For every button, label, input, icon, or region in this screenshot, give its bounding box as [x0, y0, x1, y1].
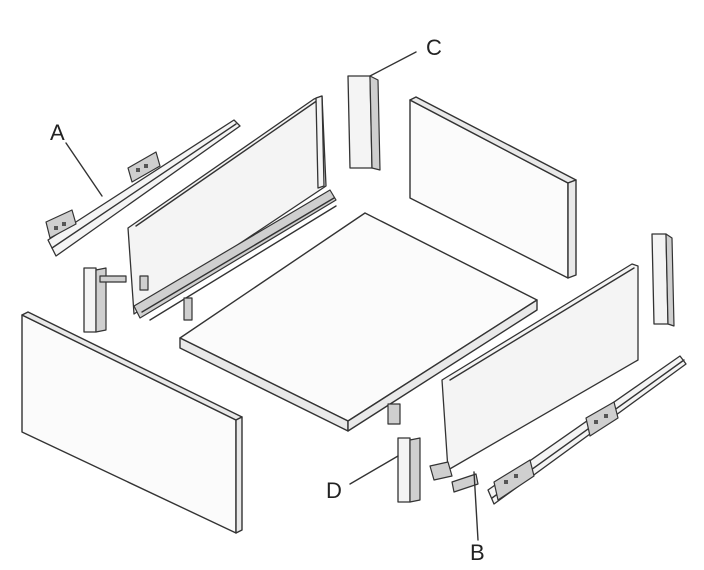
leader-d — [349, 455, 399, 485]
left-runner-a — [45, 119, 241, 257]
front-panel — [21, 311, 243, 534]
left-drawer-side — [127, 95, 337, 321]
front-bracket-d-left — [83, 267, 127, 333]
rear-bracket-c-right — [651, 233, 675, 327]
label-c: C — [426, 35, 442, 60]
label-a: A — [50, 120, 65, 145]
front-bracket-d-right — [387, 403, 421, 503]
drawer-bottom-panel — [179, 212, 538, 432]
label-d: D — [326, 478, 342, 503]
right-runner-b — [487, 355, 687, 505]
rear-bracket-c-left — [347, 75, 381, 171]
back-panel — [409, 96, 577, 279]
leader-c — [369, 51, 417, 77]
leader-a — [65, 142, 103, 197]
right-drawer-side — [429, 263, 639, 493]
leader-b — [473, 471, 479, 541]
label-b: B — [470, 540, 485, 565]
